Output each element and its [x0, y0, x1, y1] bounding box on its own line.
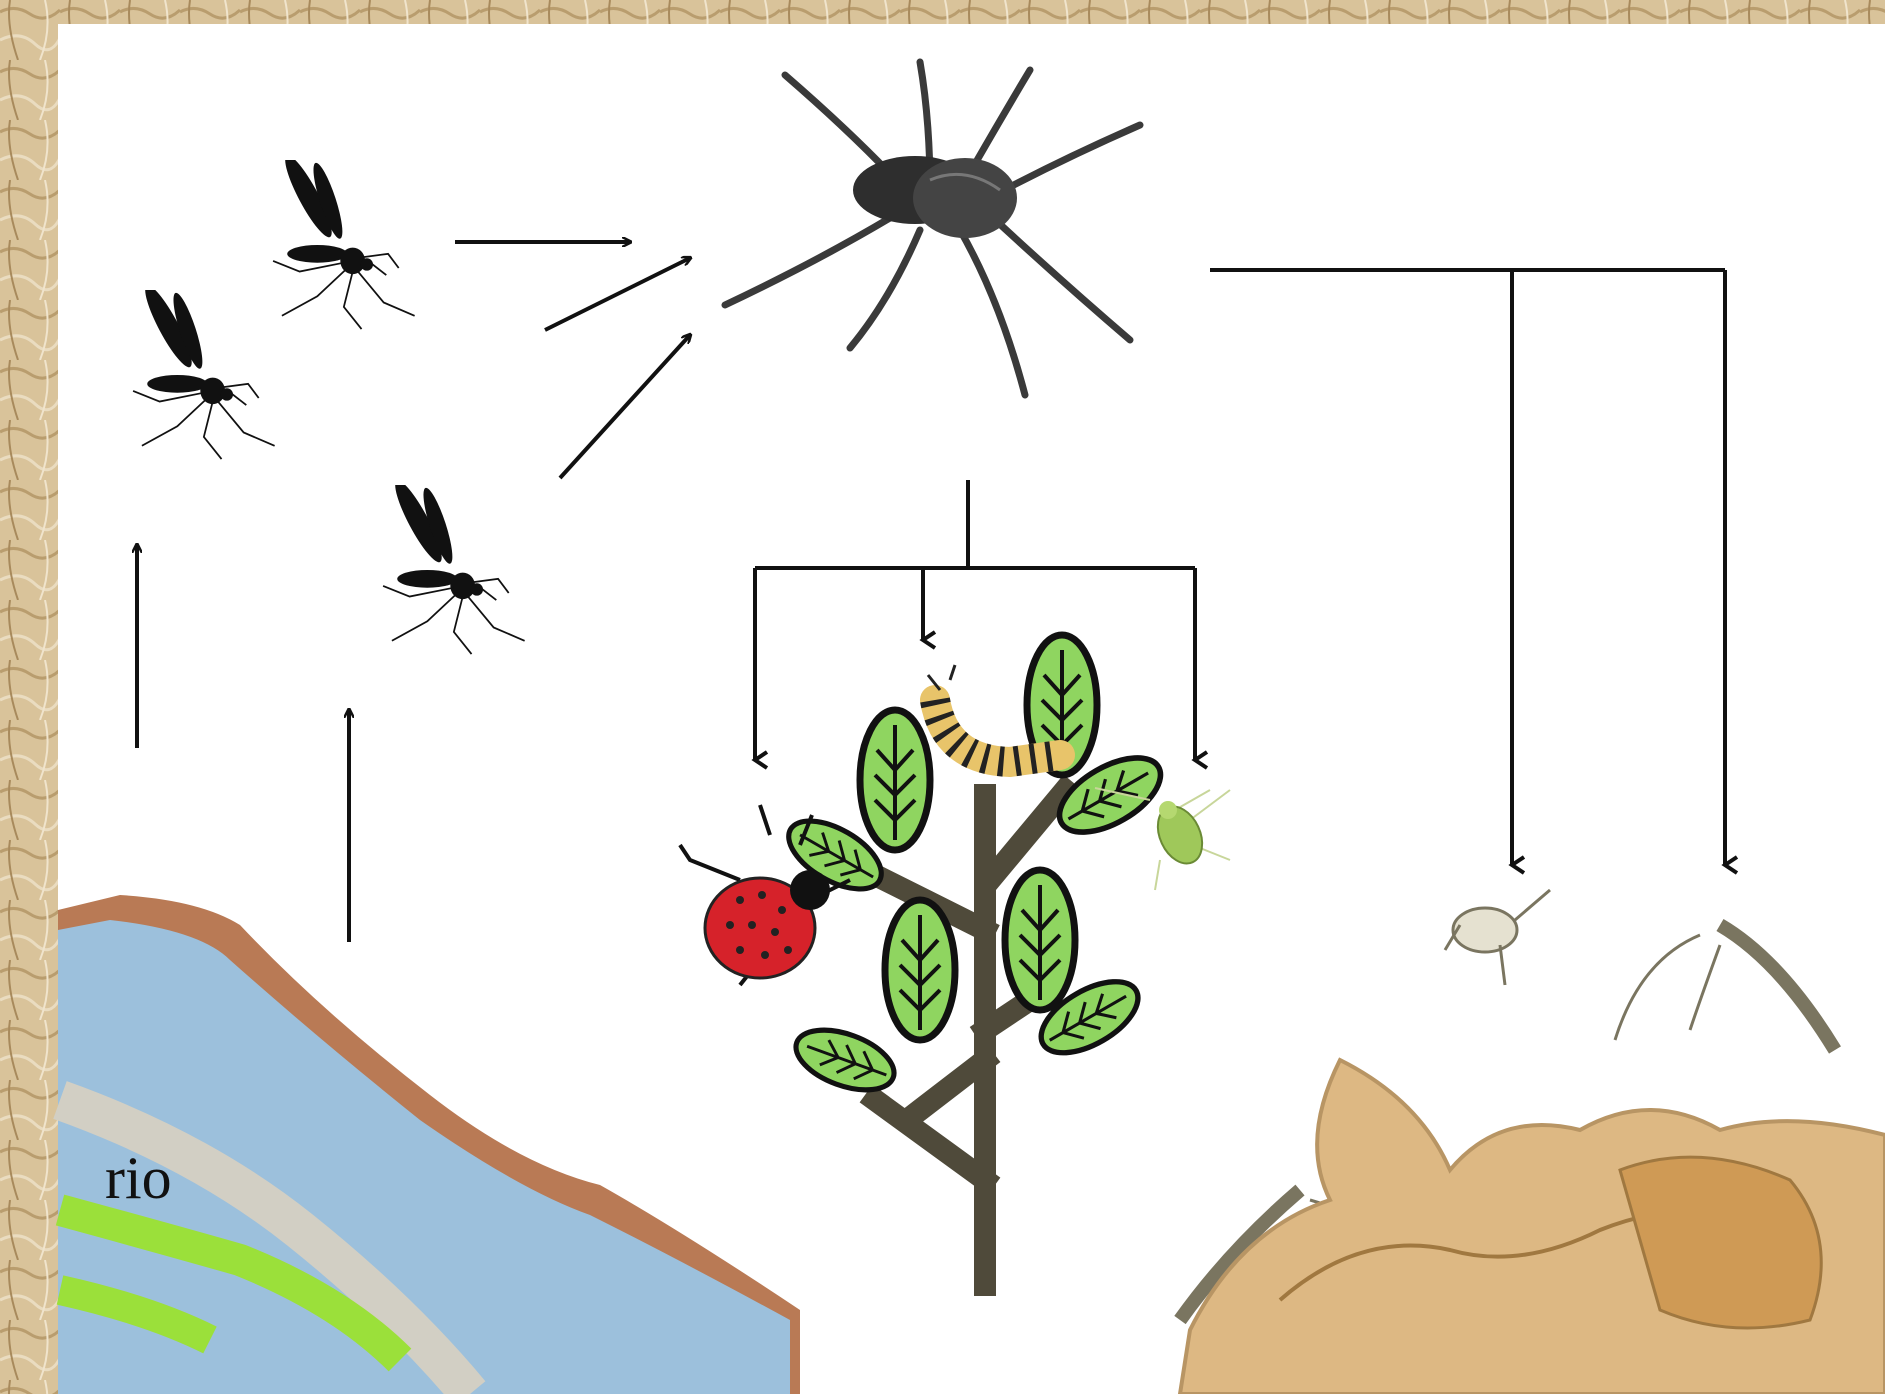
springtail-icon: [1615, 925, 1835, 1050]
mosquito-icon: [133, 281, 275, 459]
arrows-to-springtails: [1210, 270, 1725, 865]
mosquito-icon: [383, 476, 525, 654]
springtail-icon: [1445, 890, 1550, 985]
arrows-to-plant-insects: [755, 480, 1195, 760]
mosquito-icon: [273, 151, 415, 329]
plant-icon: [778, 635, 1173, 1285]
spider-icon: [725, 62, 1140, 395]
leaf-litter-icon: [1180, 1060, 1885, 1394]
river-label: rio: [105, 1148, 172, 1208]
arrows-to-spider: [455, 242, 690, 478]
arrows-from-river: [137, 545, 349, 942]
